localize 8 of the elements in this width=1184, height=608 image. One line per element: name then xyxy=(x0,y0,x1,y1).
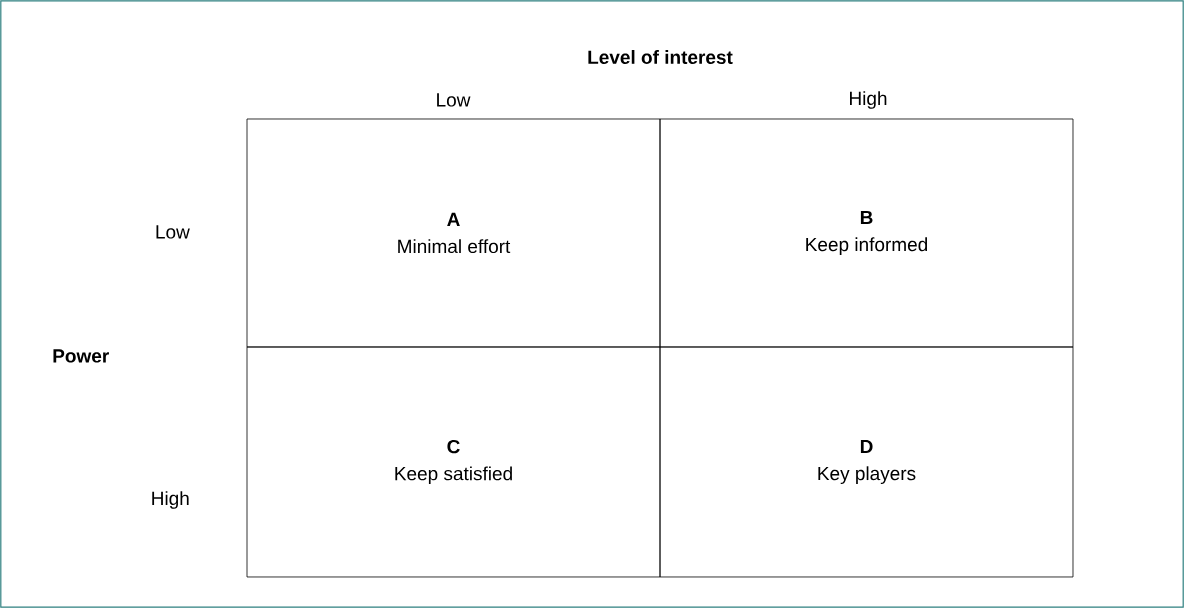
quadrant-cell: A Minimal effort xyxy=(246,118,661,348)
axis-label: Low xyxy=(156,225,190,239)
axis-label: High xyxy=(152,491,189,509)
quadrant-cell: B Keep informed xyxy=(659,118,1074,348)
quadrant-cell: D Key players xyxy=(659,346,1074,578)
quadrant-cell: C Keep satisfied xyxy=(246,346,661,578)
axis-title: Power xyxy=(53,349,109,363)
axis-title: Level of interest xyxy=(588,50,733,64)
